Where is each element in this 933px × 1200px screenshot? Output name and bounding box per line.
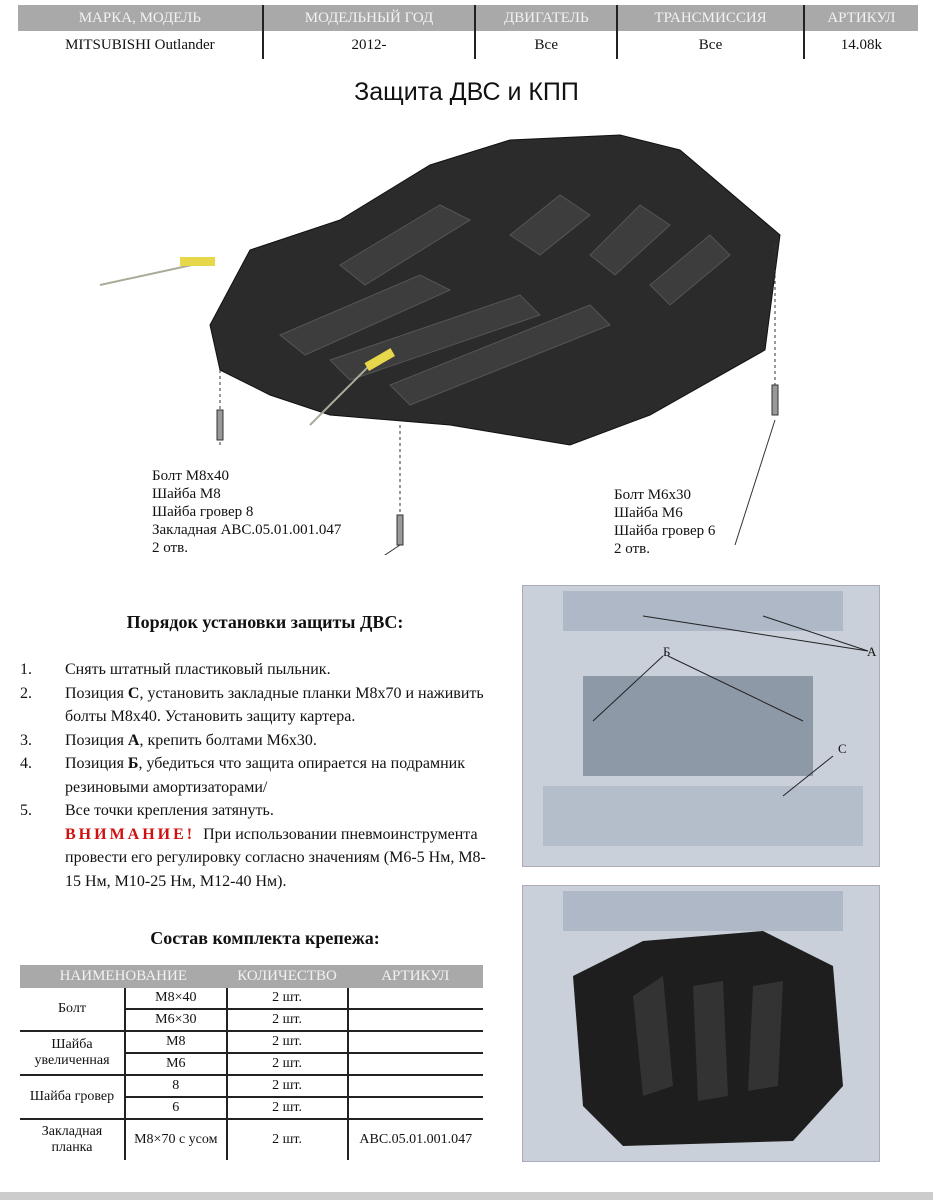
step-number: 1.	[20, 661, 32, 678]
page-title: Защита ДВС и КПП	[354, 78, 579, 106]
item-qty: 2 шт.	[225, 1075, 348, 1098]
right-fastener-callout: Болт М6х30 Шайба М6 Шайба гровер 6 2 отв…	[614, 486, 715, 558]
col-header: ТРАНСМИССИЯ	[617, 5, 805, 31]
step-text: Позиция С, установить закладные планки М…	[65, 684, 484, 726]
step-text: Позиция А, крепить болтами М6х30.	[65, 731, 317, 749]
year-cell: 2012-	[262, 31, 477, 59]
col-header: МАРКА, МОДЕЛЬ	[18, 5, 264, 31]
col-header: МОДЕЛЬНЫЙ ГОД	[262, 5, 477, 31]
callout-line: 2 отв.	[152, 540, 188, 556]
step: 1. Снять штатный пластиковый пыльник.	[20, 658, 500, 682]
step-number: 3.	[20, 731, 32, 749]
warning: ВНИМАНИЕ! При использовании пневмоинстру…	[20, 823, 500, 894]
callout-line: Болт М6х30	[614, 487, 692, 503]
callout-line: Шайба М8	[152, 486, 221, 502]
step-text: Снять штатный пластиковый пыльник.	[65, 661, 331, 678]
item-name: Болт	[20, 988, 125, 1032]
item-article	[346, 1097, 483, 1120]
item-qty: 2 шт.	[225, 1009, 348, 1032]
step: 3. Позиция А, крепить болтами М6х30.	[20, 729, 500, 753]
instructions-list: 1. Снять штатный пластиковый пыльник. 2. П…	[20, 658, 500, 893]
item-size: 8	[124, 1075, 227, 1098]
step-text: Все точки крепления затянуть.	[65, 802, 274, 819]
transmission-cell: Все	[617, 31, 805, 59]
label-c: С	[838, 741, 847, 756]
col-header: ДВИГАТЕЛЬ	[475, 5, 619, 31]
item-article	[346, 1009, 483, 1032]
article-cell: 14.08k	[840, 36, 883, 53]
item-size: М8×70 с усом	[124, 1119, 227, 1160]
callout-line: Шайба гровер 6	[614, 523, 716, 539]
item-qty: 2 шт.	[225, 988, 348, 1010]
left-fastener-callout: Болт М8х40 Шайба М8 Шайба гровер 8 Закла…	[152, 467, 341, 557]
callout-line: Шайба гровер 8	[152, 504, 254, 520]
instructions-heading: Порядок установки защиты ДВС:	[126, 612, 404, 632]
item-article: АВС.05.01.001.047	[346, 1119, 483, 1160]
callout-line: Закладная АВС.05.01.001.047	[152, 522, 342, 538]
step: 2. Позиция С, установить закладные планки…	[20, 682, 500, 729]
kit-heading: Состав комплекта крепежа:	[150, 928, 380, 948]
item-article	[346, 1053, 483, 1076]
step: 4. Позиция Б, убедиться что защита опирае…	[20, 752, 500, 799]
item-size: М6×30	[124, 1009, 227, 1032]
item-qty: 2 шт.	[225, 1031, 348, 1054]
underbody-photo-before: А Б С	[522, 585, 880, 867]
step-number: 4.	[20, 755, 32, 772]
footer-strip	[0, 1192, 933, 1200]
col-header: НАИМЕНОВАНИЕ	[20, 965, 227, 988]
col-header: АРТИКУЛ	[347, 965, 483, 988]
item-size: 6	[124, 1097, 227, 1120]
item-article	[346, 988, 483, 1010]
warning-label: ВНИМАНИЕ!	[65, 825, 196, 843]
item-name: Закладная планка	[41, 1124, 103, 1155]
item-size: М6	[124, 1053, 227, 1076]
label-a: А	[867, 644, 877, 659]
item-qty: 2 шт.	[225, 1119, 348, 1160]
col-header: КОЛИЧЕСТВО	[226, 965, 348, 988]
label-b: Б	[663, 644, 671, 659]
item-article	[346, 1031, 483, 1054]
item-name: Шайба увеличенная	[20, 1031, 125, 1076]
warning-text: При использовании пневмоинструмента пров…	[65, 825, 486, 890]
underbody-photo-installed	[522, 885, 880, 1162]
engine-cell: Все	[475, 31, 619, 59]
model-cell: MITSUBISHI Outlander	[18, 31, 264, 59]
item-qty: 2 шт.	[225, 1097, 348, 1120]
skid-plate-drawing	[99, 134, 781, 555]
step: 5. Все точки крепления затянуть.	[20, 799, 500, 823]
item-qty: 2 шт.	[225, 1053, 348, 1076]
item-size: М8	[124, 1031, 227, 1054]
callout-line: Болт М8х40	[152, 468, 230, 484]
step-number: 2.	[20, 684, 32, 702]
step-number: 5.	[20, 802, 32, 819]
vehicle-info-table: МАРКА, МОДЕЛЬ МОДЕЛЬНЫЙ ГОД ДВИГАТЕЛЬ ТР…	[18, 5, 918, 59]
item-article	[346, 1075, 483, 1098]
callout-line: 2 отв.	[614, 541, 650, 557]
item-size: М8×40	[124, 988, 227, 1010]
step-text: Позиция Б, убедиться что защита опираетс…	[65, 755, 465, 796]
col-header: АРТИКУЛ	[803, 5, 918, 31]
item-name: Шайба гровер	[20, 1075, 125, 1120]
callout-line: Шайба М6	[614, 505, 683, 521]
